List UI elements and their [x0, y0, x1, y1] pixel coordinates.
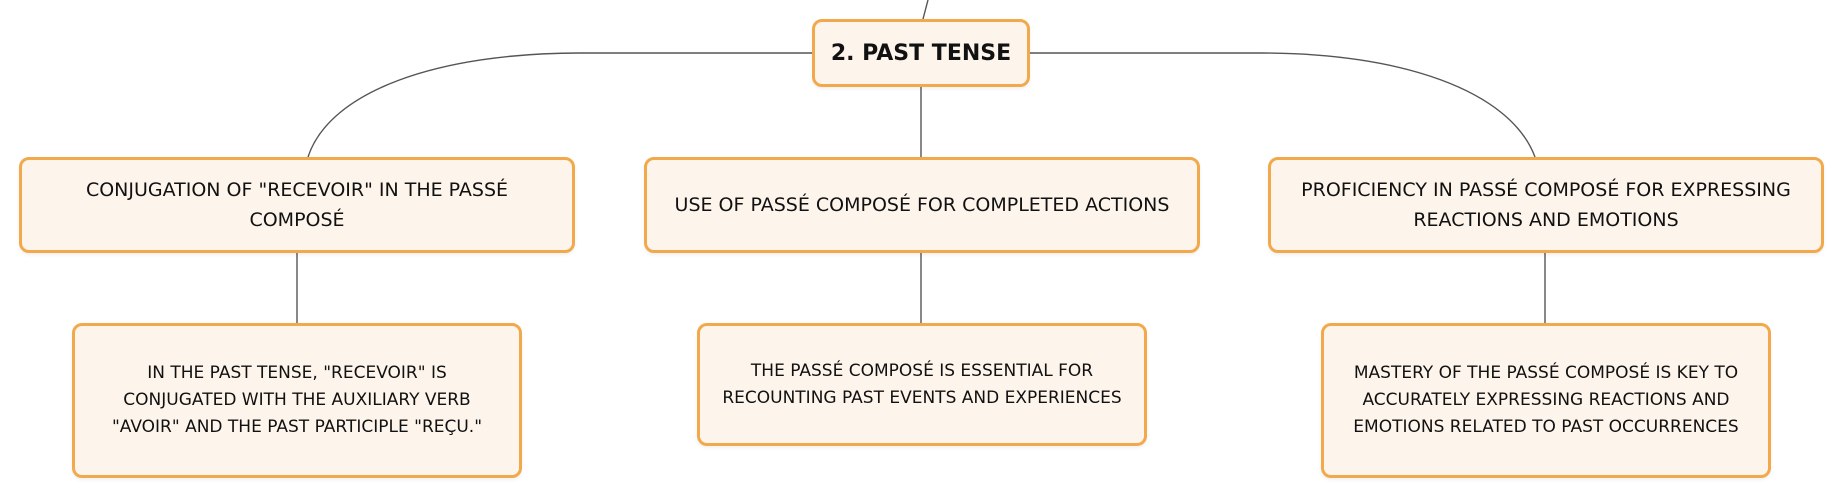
detail-node-text: IN THE PAST TENSE, "RECEVOIR" IS CONJUGA…: [111, 363, 483, 437]
branch-node-label: PROFICIENCY IN PASSÉ COMPOSÉ FOR EXPRESS…: [1301, 179, 1791, 231]
connector-root-to-right: [1030, 52, 1536, 158]
detail-node-completed-actions[interactable]: THE PASSÉ COMPOSÉ IS ESSENTIAL FOR RECOU…: [697, 323, 1147, 446]
root-node-label: 2. PAST TENSE: [830, 40, 1012, 66]
detail-node-conjugation[interactable]: IN THE PAST TENSE, "RECEVOIR" IS CONJUGA…: [72, 323, 522, 478]
detail-node-text: THE PASSÉ COMPOSÉ IS ESSENTIAL FOR RECOU…: [722, 360, 1122, 408]
detail-node-text: MASTERY OF THE PASSÉ COMPOSÉ IS KEY TO A…: [1353, 363, 1739, 437]
detail-node-reactions-emotions[interactable]: MASTERY OF THE PASSÉ COMPOSÉ IS KEY TO A…: [1321, 323, 1771, 478]
branch-node-completed-actions[interactable]: USE OF PASSÉ COMPOSÉ FOR COMPLETED ACTIO…: [644, 157, 1200, 253]
branch-node-label: CONJUGATION OF "RECEVOIR" IN THE PASSÉ C…: [85, 179, 509, 231]
connector-root-to-left: [307, 52, 812, 158]
connector-from-parent: [922, 0, 929, 20]
root-node-past-tense[interactable]: 2. PAST TENSE: [812, 19, 1030, 87]
branch-node-conjugation[interactable]: CONJUGATION OF "RECEVOIR" IN THE PASSÉ C…: [19, 157, 575, 253]
branch-node-label: USE OF PASSÉ COMPOSÉ FOR COMPLETED ACTIO…: [674, 194, 1170, 216]
branch-node-reactions-emotions[interactable]: PROFICIENCY IN PASSÉ COMPOSÉ FOR EXPRESS…: [1268, 157, 1824, 253]
